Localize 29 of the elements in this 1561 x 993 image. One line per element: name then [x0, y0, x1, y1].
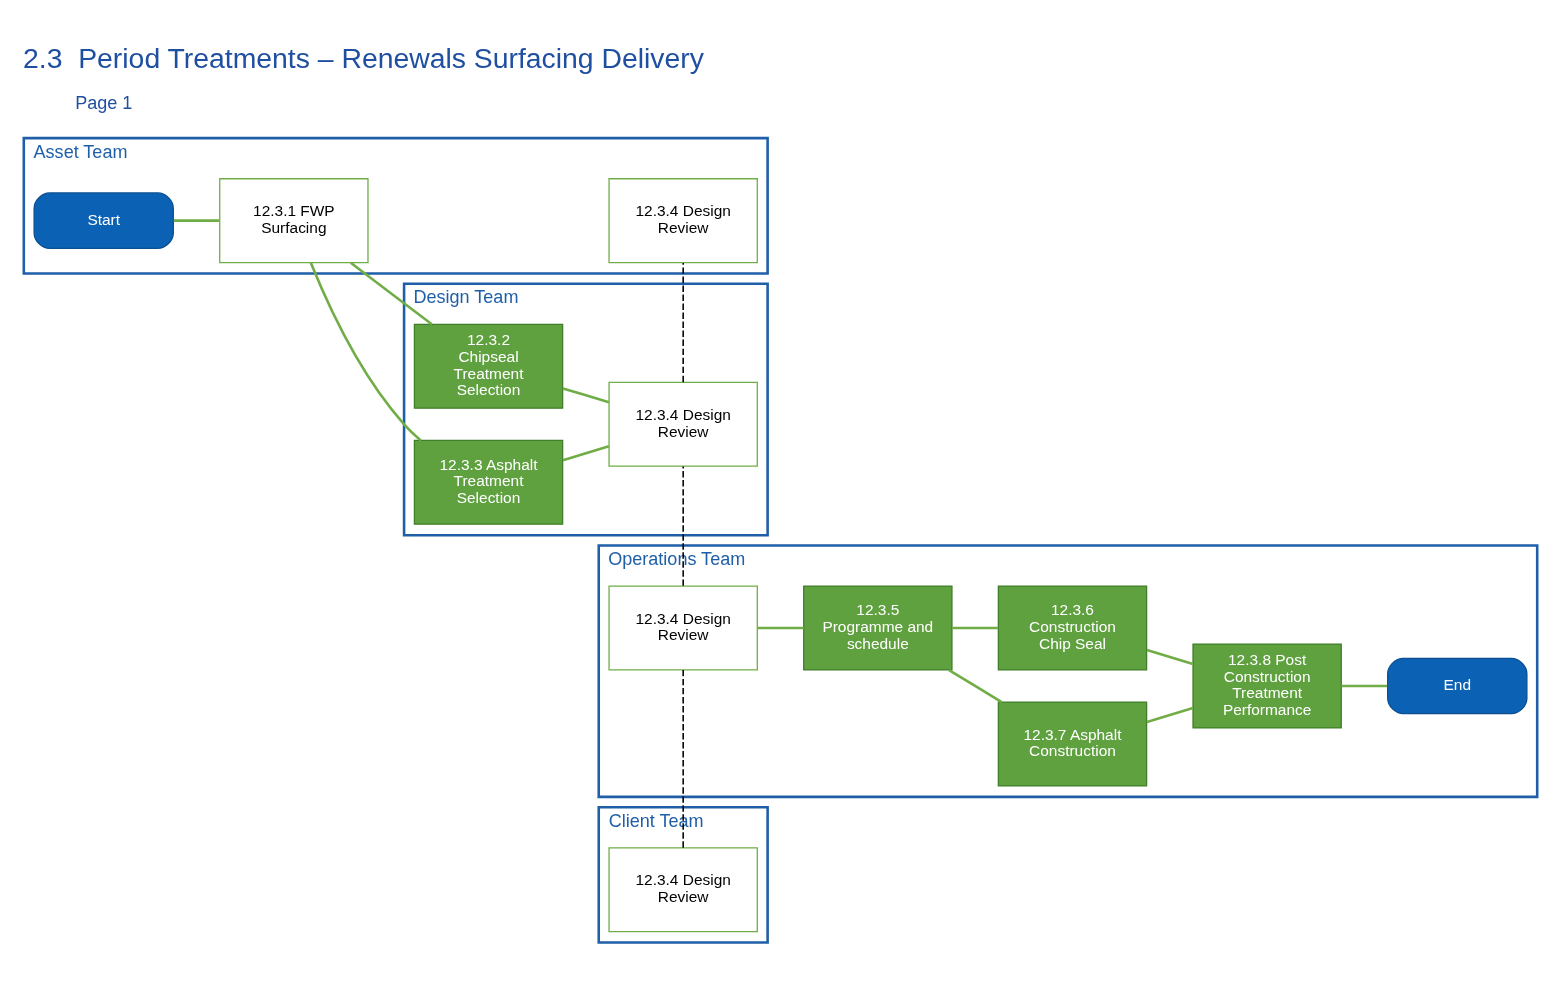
node-box: 12.3.6 Construction Chip Seal [997, 585, 1148, 671]
connector [1341, 684, 1388, 688]
node-box: 12.3.4 Design Review [608, 381, 758, 467]
connector [952, 626, 999, 630]
connector [948, 669, 1003, 704]
node-box: 12.3.4 Design Review [608, 585, 758, 671]
connector [682, 669, 684, 849]
label: Page 1 [75, 93, 133, 114]
diagram-title: 2.3 Period Treatments – Renewals Surfacing Delivery [23, 42, 704, 74]
connector [1146, 706, 1194, 724]
node-box: 12.3.4 Design Review [608, 178, 758, 264]
node-box: 12.3.3 Asphalt Treatment Selection [413, 439, 564, 525]
node-box: 12.3.2 Chipseal Treatment Selection [413, 323, 564, 409]
connector [682, 465, 684, 587]
connector [562, 387, 610, 404]
connector [173, 219, 220, 222]
connector [349, 261, 433, 326]
node-box: 12.3.8 Post Construction Treatment Performance [1192, 643, 1342, 729]
node-box: 12.3.7 Asphalt Construction [997, 701, 1148, 787]
node-box: End [1387, 657, 1528, 715]
connector [1146, 648, 1194, 666]
connector [682, 262, 684, 383]
connector [757, 626, 804, 630]
node-box: 12.3.4 Design Review [608, 847, 758, 933]
connector [309, 262, 422, 442]
connector [562, 445, 610, 462]
node-box: 12.3.5 Programme and schedule [803, 585, 953, 671]
node-box: Start [33, 192, 174, 249]
node-box: 12.3.1 FWP Surfacing [219, 178, 369, 264]
